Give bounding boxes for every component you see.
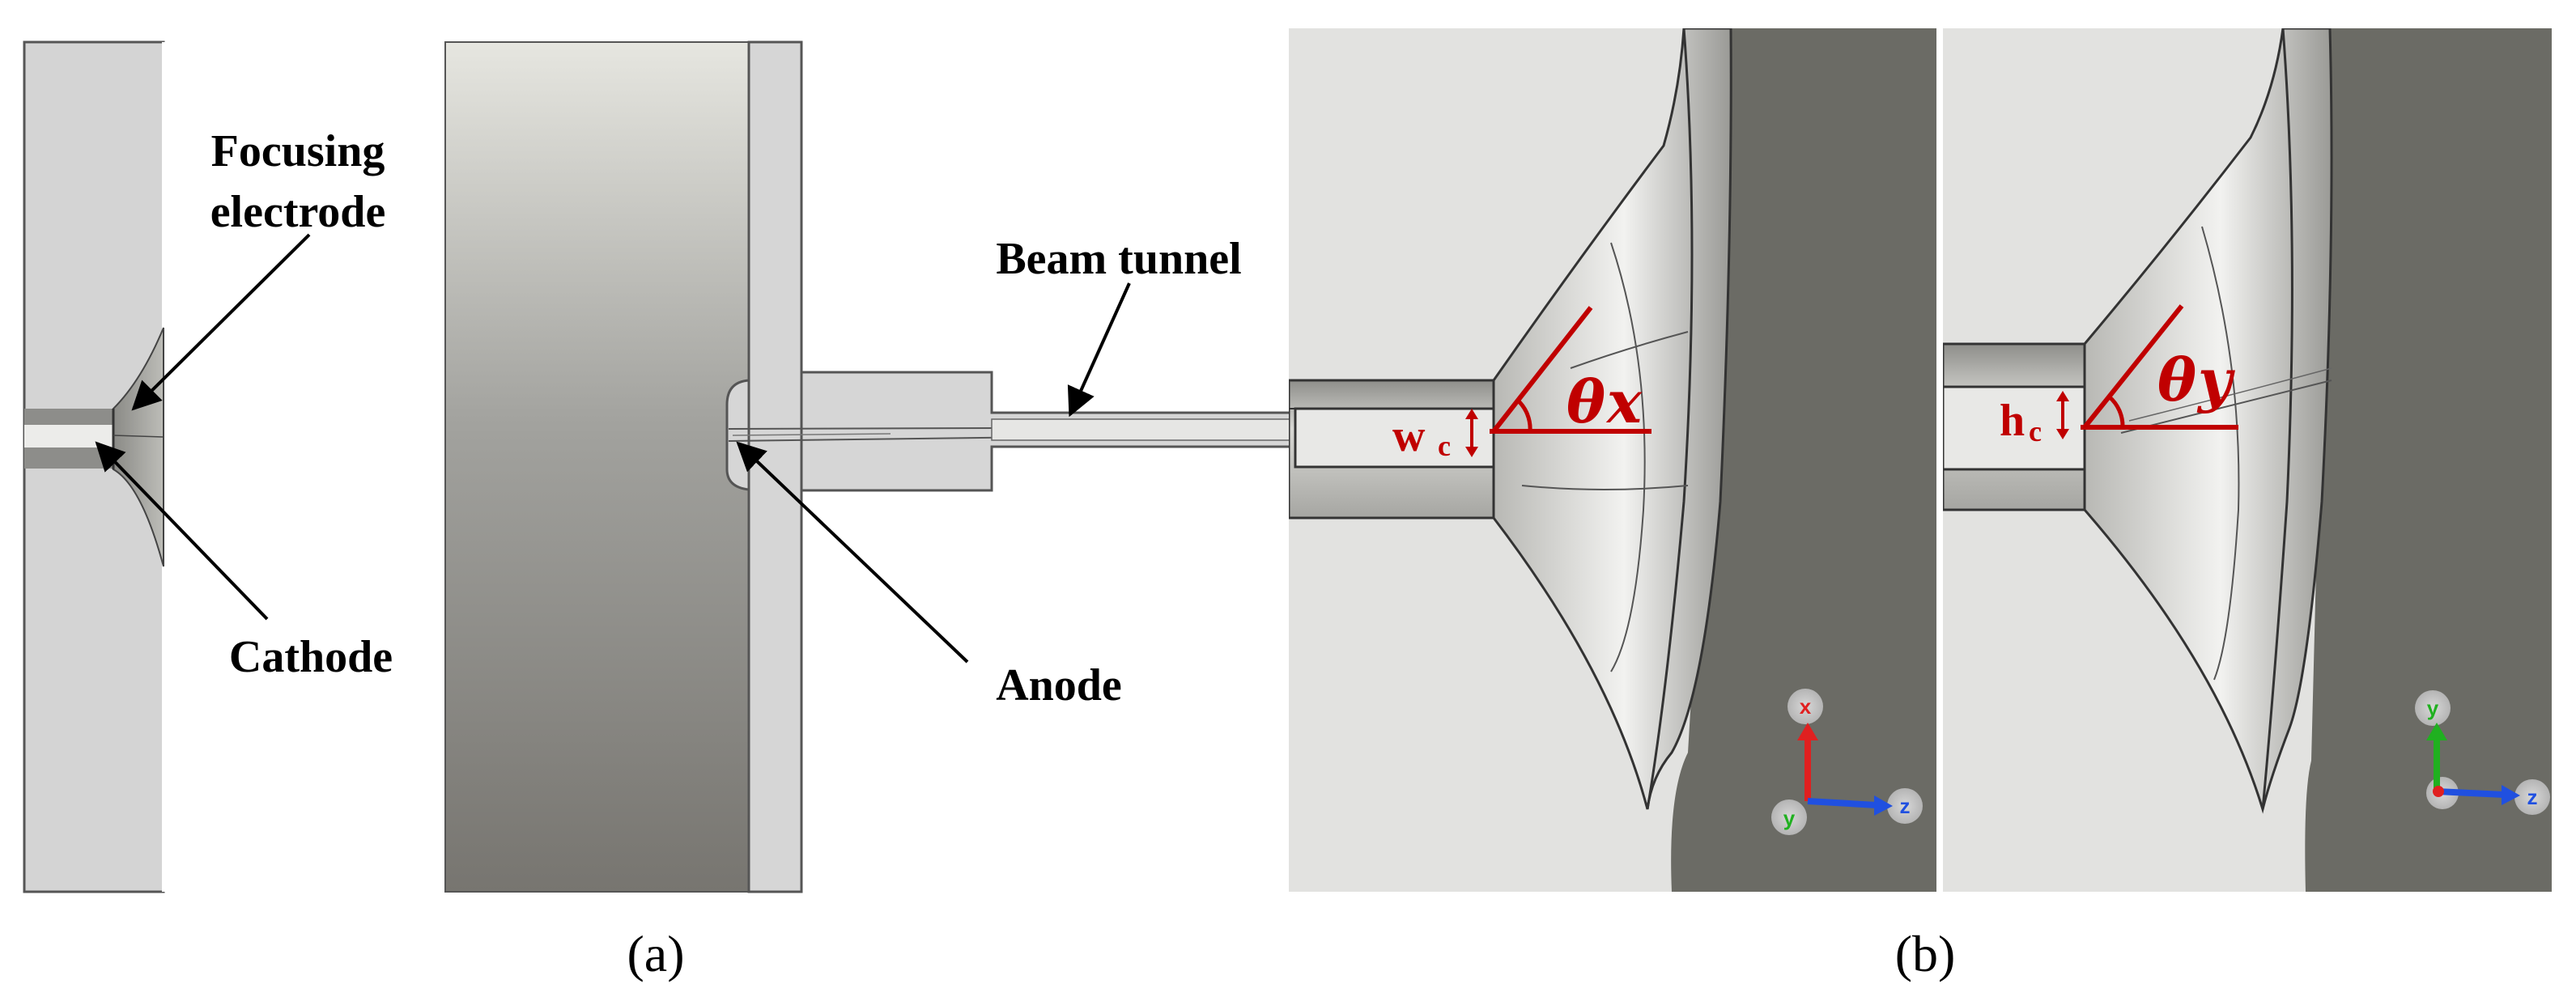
arrow-anode [736, 441, 969, 664]
arrow-focusing-electrode [131, 233, 311, 411]
label-theta-x-axis: x [1605, 367, 1643, 436]
axis-triad-right: y z [2415, 690, 2550, 815]
label-wc-sub: c [1438, 430, 1451, 462]
triad-left-center-label: y [1783, 806, 1796, 830]
label-wc-main: w [1392, 411, 1426, 461]
label-anode: Anode [996, 660, 1122, 710]
focusing-cone-x [1492, 28, 1732, 810]
label-hc-sub: c [2029, 415, 2042, 447]
label-theta-y-axis: y [2196, 346, 2235, 414]
label-hc-main: h [2000, 396, 2025, 446]
focusing-cone-y [2083, 28, 2333, 814]
triad-right-up-label: y [2427, 696, 2439, 720]
triad-left-up-label: x [1800, 694, 1812, 719]
arrow-beam-tunnel [1067, 282, 1131, 418]
axis-triad-left: x y z [1771, 689, 1923, 835]
label-focusing-line2: electrode [210, 187, 386, 237]
panel-b-left: w c θ x x y z [1289, 28, 1936, 892]
label-focusing-line1: Focusing [211, 126, 385, 176]
anode-block [444, 40, 1293, 893]
caption-a: (a) [627, 925, 684, 982]
label-theta-y-greek: θ [2157, 346, 2196, 414]
label-cathode: Cathode [229, 632, 393, 682]
triad-right-right-label: z [2527, 785, 2538, 809]
arrow-cathode [95, 441, 269, 621]
focusing-electrode-block [23, 40, 186, 893]
caption-b: (b) [1895, 925, 1956, 982]
label-beam-tunnel: Beam tunnel [996, 234, 1241, 284]
panel-a: Focusing electrode Cathode Beam tunnel A… [23, 40, 1293, 982]
label-theta-x-greek: θ [1566, 367, 1605, 436]
panel-b-right: h c θ y y z [1943, 28, 2552, 892]
triad-left-right-label: z [1900, 794, 1911, 818]
